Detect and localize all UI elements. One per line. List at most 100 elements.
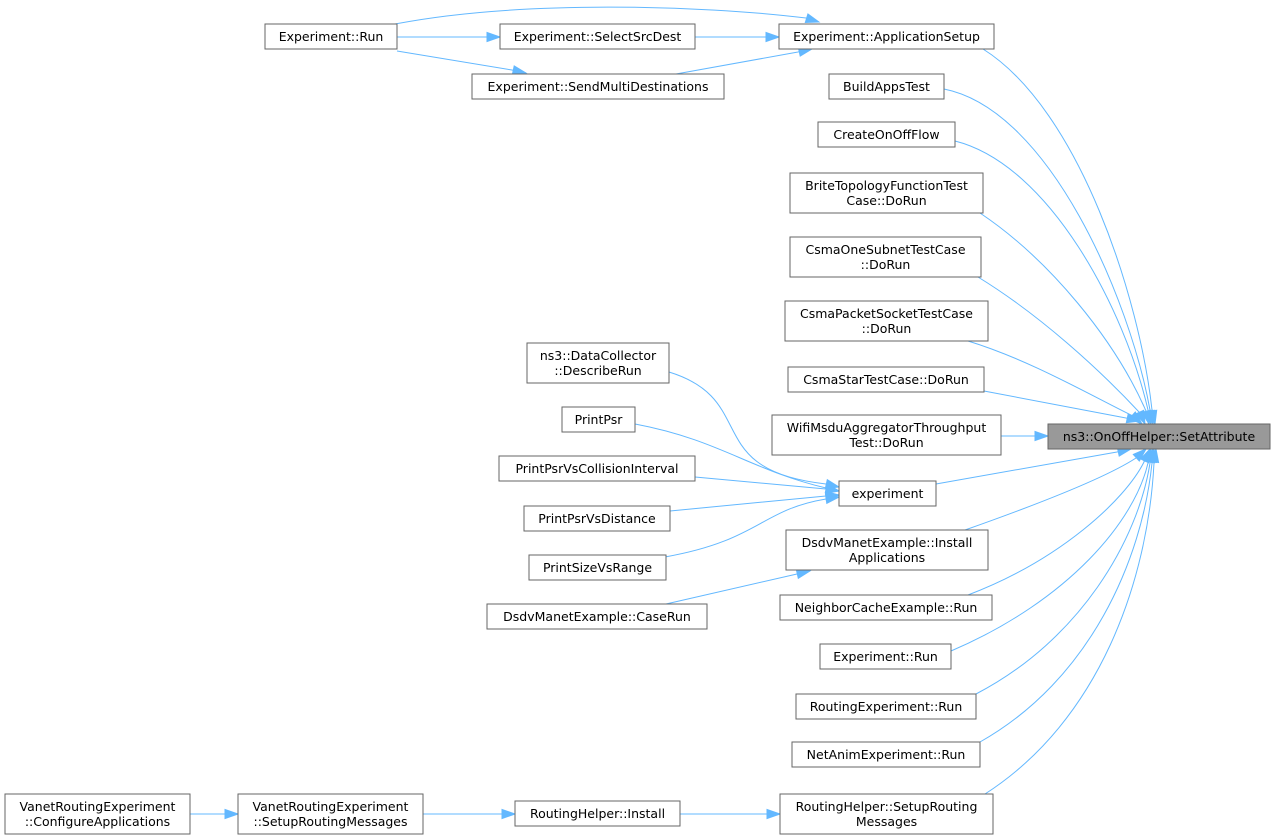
edge-line (396, 50, 527, 74)
node-box (514, 800, 681, 827)
node-label: CsmaStarTestCase::DoRun (803, 372, 969, 387)
caller-function-node[interactable]: NetAnimExperiment::Run (791, 741, 981, 768)
edge-n27-to-n26 (190, 808, 240, 820)
caller-function-node[interactable]: DsdvManetExample::CaseRun (486, 603, 708, 630)
edge-n18-to-n0 (964, 447, 1148, 531)
edge-line (975, 448, 1154, 695)
edge-line (964, 448, 1147, 531)
arrowhead-icon (1034, 430, 1050, 442)
edge-line (979, 448, 1155, 743)
node-box (817, 121, 956, 148)
caller-function-node[interactable]: RoutingHelper::Install (514, 800, 681, 827)
arrowhead-icon (1148, 447, 1160, 464)
node-box (528, 554, 667, 581)
node-box (486, 603, 708, 630)
edge-n17-to-n12 (664, 493, 841, 558)
node-label: WifiMsduAggregatorThroughput (787, 420, 987, 435)
caller-function-node[interactable]: CsmaOneSubnetTestCase::DoRun (789, 236, 982, 278)
edge-n20-to-n0 (967, 447, 1151, 596)
arrowhead-icon (795, 568, 812, 580)
caller-function-node[interactable]: VanetRoutingExperiment::ConfigureApplica… (4, 793, 191, 835)
edge-line (675, 48, 813, 75)
edge-n26-to-n25 (423, 808, 517, 820)
arrowhead-icon (1134, 409, 1146, 426)
edge-line (668, 371, 840, 488)
edge-n6-to-n0 (954, 140, 1154, 426)
caller-function-node[interactable]: PrintPsrVsCollisionInterval (498, 455, 696, 482)
caller-function-node[interactable]: CsmaPacketSocketTestCase::DoRun (784, 300, 989, 342)
node-box (828, 73, 945, 100)
node-box (787, 366, 985, 393)
node-box (789, 172, 984, 214)
node-box (1047, 423, 1271, 450)
node-label: Messages (856, 814, 917, 829)
node-box (789, 236, 982, 278)
arrowhead-icon (1132, 447, 1148, 462)
caller-function-node[interactable]: CsmaStarTestCase::DoRun (787, 366, 985, 393)
arrowhead-icon (1125, 413, 1142, 424)
edge-line (669, 494, 840, 512)
edge-n25-to-n24 (680, 808, 782, 820)
caller-function-node[interactable]: PrintSizeVsRange (528, 554, 667, 581)
edge-n24-to-n0 (984, 447, 1160, 795)
node-label: PrintPsr (575, 412, 624, 427)
caller-function-node[interactable]: Experiment::ApplicationSetup (778, 23, 995, 50)
node-box (771, 414, 1002, 456)
edge-n3-to-n1 (695, 31, 781, 43)
root-function-node[interactable]: ns3::OnOffHelper::SetAttribute (1047, 423, 1271, 450)
caller-function-node[interactable]: Experiment::Run (819, 643, 952, 670)
caller-function-node[interactable]: PrintPsr (561, 406, 636, 433)
node-label: RoutingHelper::SetupRouting (796, 799, 978, 814)
node-box (819, 643, 952, 670)
edge-n22-to-n0 (975, 447, 1156, 695)
node-box (779, 594, 993, 621)
edge-line (982, 48, 1156, 425)
node-label: Experiment::SelectSrcDest (514, 29, 682, 44)
arrowhead-icon (824, 493, 841, 505)
caller-function-node[interactable]: RoutingHelper::SetupRoutingMessages (779, 793, 994, 835)
node-box (526, 342, 670, 384)
edge-line (950, 448, 1152, 652)
arrowhead-icon (766, 808, 782, 820)
edge-line (694, 476, 840, 492)
caller-function-node[interactable]: CreateOnOffFlow (817, 121, 956, 148)
node-label: experiment (852, 486, 924, 501)
node-label: RoutingHelper::Install (530, 806, 665, 821)
node-label: DsdvManetExample::Install (802, 535, 973, 550)
edge-line (983, 390, 1141, 422)
edge-line (954, 140, 1152, 425)
edge-line (984, 448, 1157, 795)
arrowhead-icon (824, 483, 841, 495)
arrowhead-icon (804, 13, 821, 24)
node-label: ::DoRun (862, 321, 912, 336)
node-box (264, 23, 398, 50)
node-label: NetAnimExperiment::Run (807, 747, 966, 762)
node-label: VanetRoutingExperiment (253, 799, 409, 814)
node-label: ns3::DataCollector (540, 348, 657, 363)
caller-function-node[interactable]: Experiment::SelectSrcDest (499, 23, 696, 50)
caller-function-node[interactable]: PrintPsrVsDistance (523, 505, 671, 532)
caller-function-node[interactable]: Experiment::Run (264, 23, 398, 50)
caller-function-node[interactable]: NeighborCacheExample::Run (779, 594, 993, 621)
caller-function-node[interactable]: BuildAppsTest (828, 73, 945, 100)
caller-function-node[interactable]: VanetRoutingExperiment::SetupRoutingMess… (237, 793, 424, 835)
edge-line (967, 448, 1151, 596)
caller-function-node[interactable]: RoutingExperiment::Run (795, 693, 977, 720)
caller-function-node[interactable]: Experiment::SendMultiDestinations (471, 73, 725, 100)
node-label: Experiment::SendMultiDestinations (488, 79, 709, 94)
node-label: Applications (849, 550, 925, 565)
edge-n4-to-n1 (675, 46, 814, 75)
node-label: NeighborCacheExample::Run (795, 600, 978, 615)
node-box (561, 406, 636, 433)
caller-function-node[interactable]: ns3::DataCollector::DescribeRun (526, 342, 670, 384)
node-label: Experiment::Run (279, 29, 384, 44)
node-box (471, 73, 725, 100)
node-box (838, 480, 937, 507)
node-label: CreateOnOffFlow (833, 127, 939, 142)
edge-line (977, 276, 1146, 425)
caller-function-node[interactable]: experiment (838, 480, 937, 507)
edge-line (943, 88, 1154, 425)
